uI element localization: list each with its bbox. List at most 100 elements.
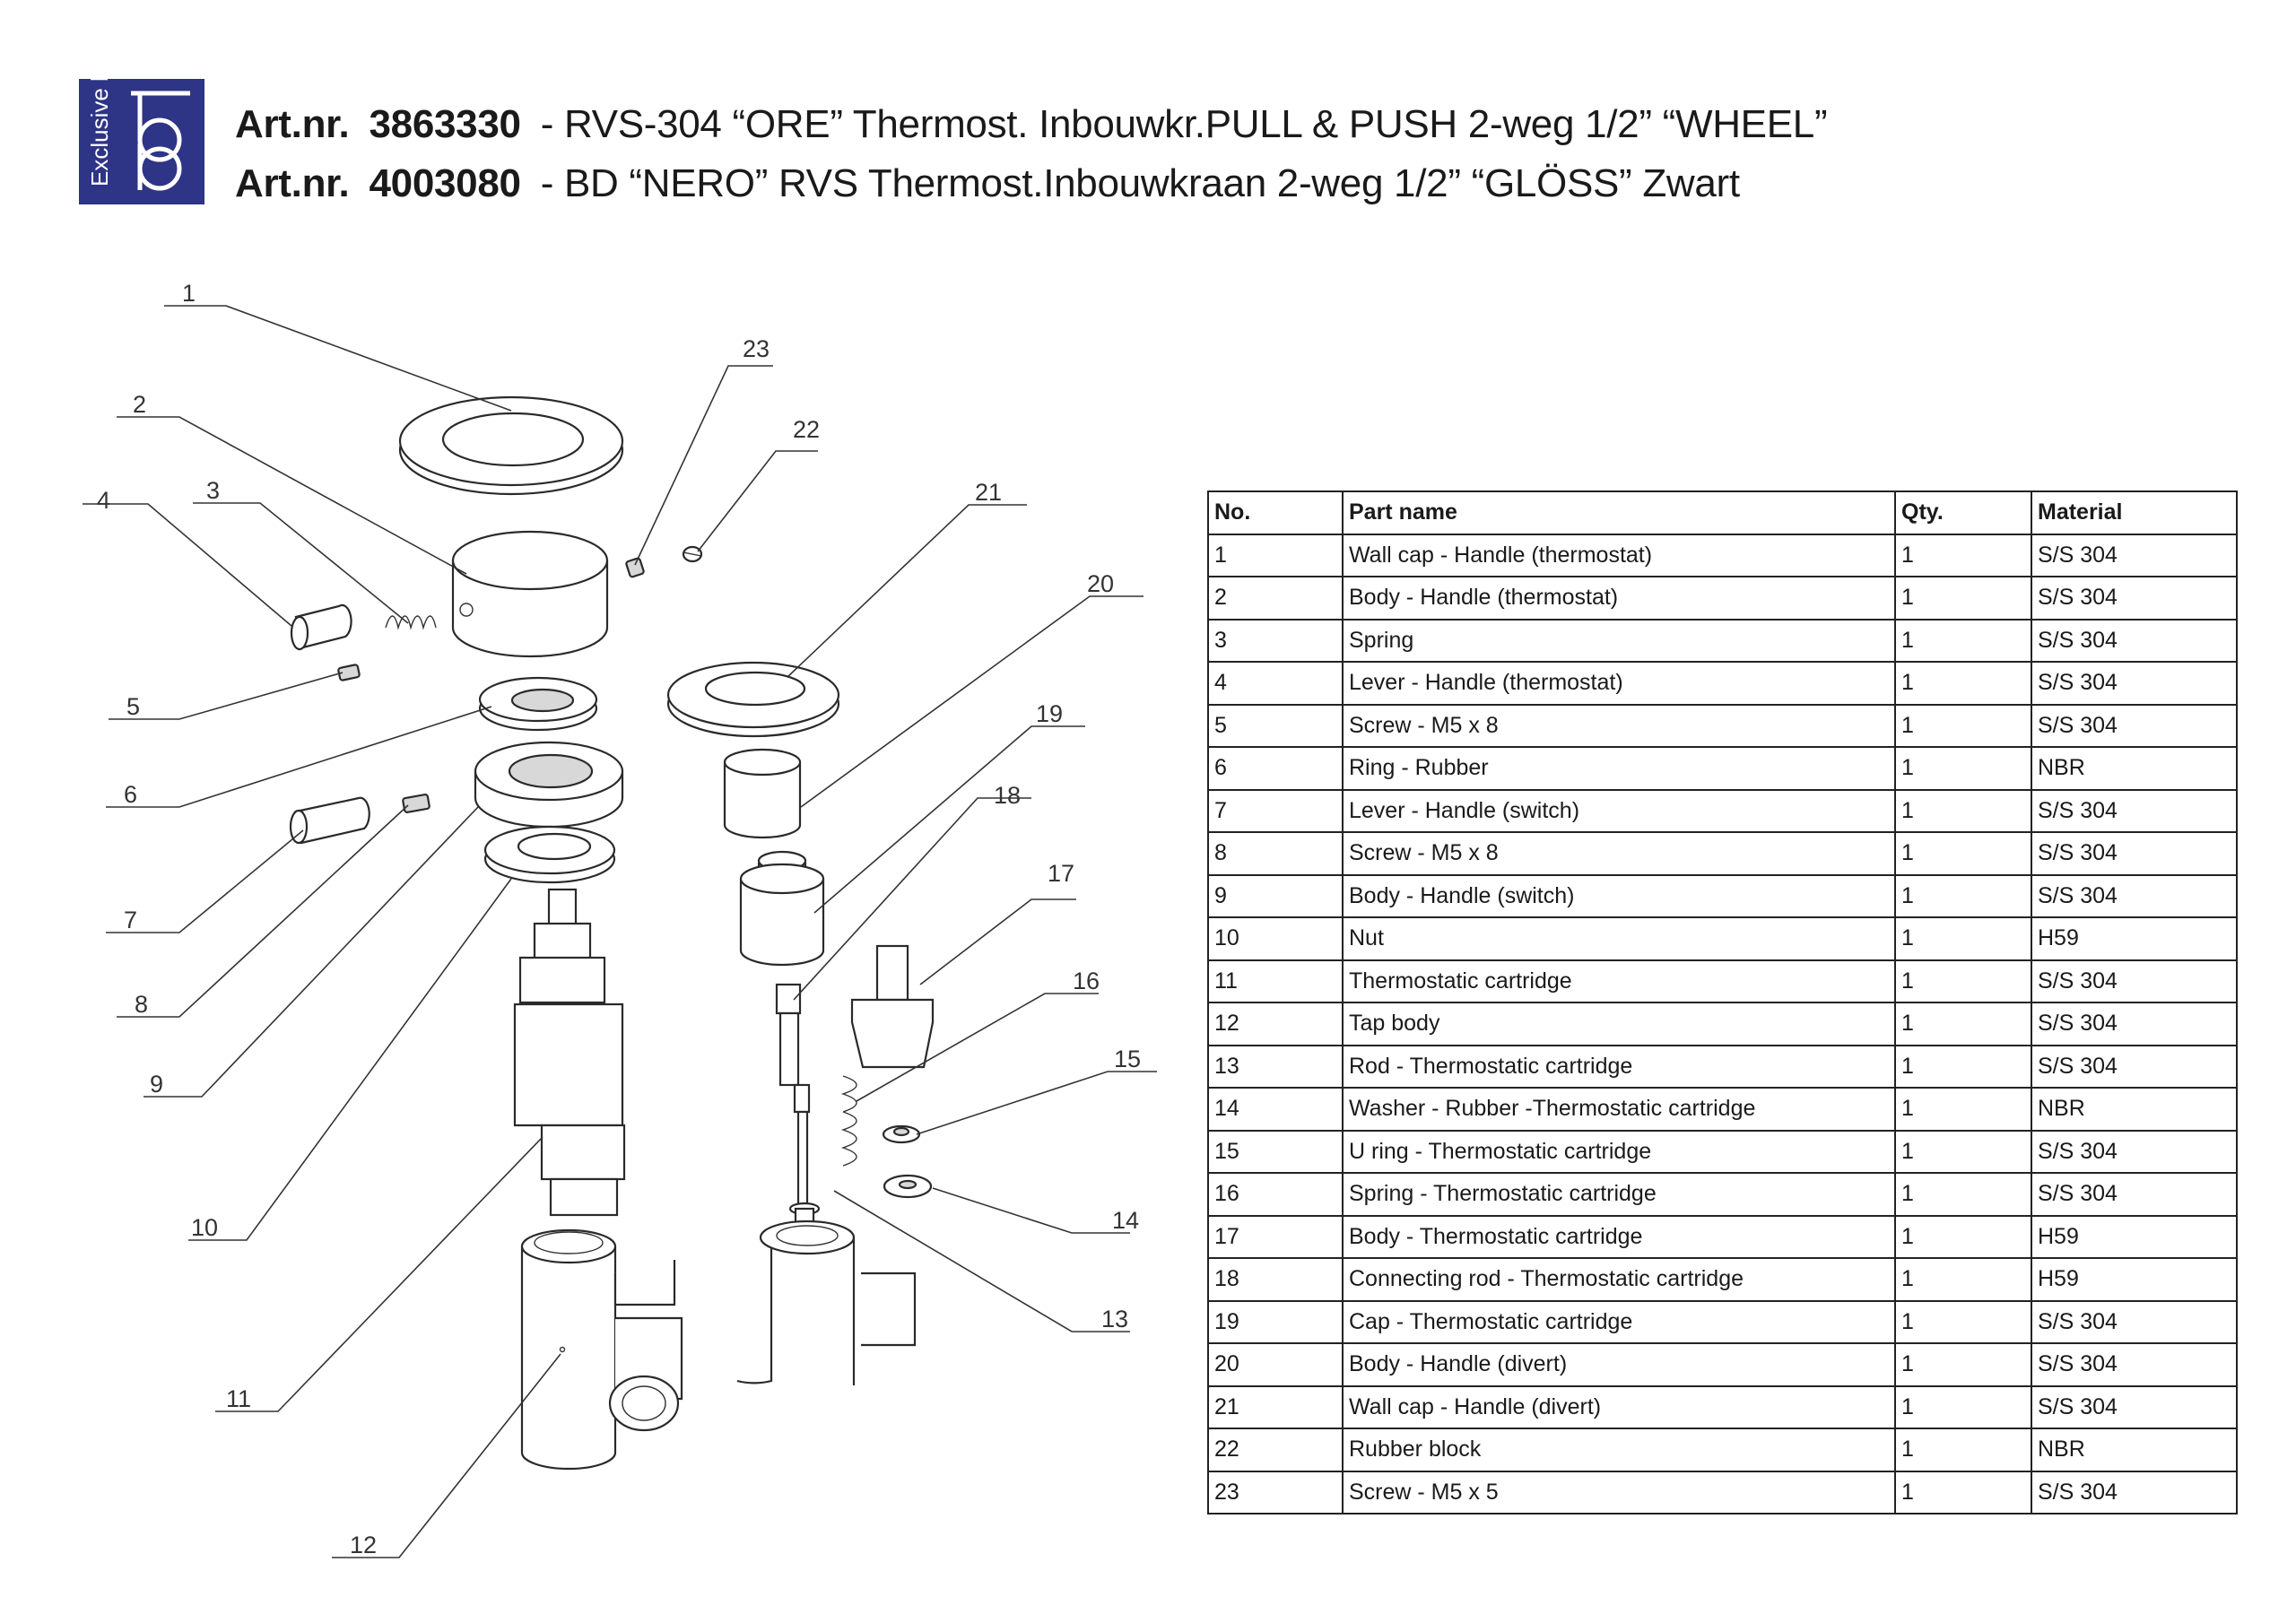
callout-labels: 1 2 3 4 5 6 7 8 9 10 11 12 13 14 15 16 1… [97,280,1141,1558]
cell-material: NBR [2031,1087,2238,1132]
cell-no: 2 [1207,576,1344,621]
cell-part-name: Screw - M5 x 8 [1342,831,1896,876]
part-wall-cap-divert [666,661,840,738]
cell-no: 6 [1207,746,1344,791]
leader-lines [83,305,1157,1558]
part-handle-body-divert [723,748,802,839]
part-rubber-ring [478,676,598,732]
callout-14: 14 [1112,1207,1139,1234]
callout-8: 8 [135,991,148,1018]
cell-no: 15 [1207,1129,1344,1174]
cell-part-name: Cap - Thermostatic cartridge [1342,1299,1896,1344]
article-title-2: Art.nr.4003080- BD “NERO” RVS Thermost.I… [235,161,1740,206]
column-header-no: No. [1207,490,1344,535]
cell-qty: 1 [1894,1342,2032,1387]
callout-5: 5 [126,693,140,720]
cell-qty: 1 [1894,703,2032,748]
article-number: 4003080 [369,161,521,205]
cell-material: S/S 304 [2031,873,2238,918]
part-cartridge-spring [840,1075,857,1167]
cell-no: 11 [1207,959,1344,1003]
part-screw-5 [337,664,361,681]
brand-logo: Exclusive bd [79,79,204,204]
cell-no: 12 [1207,1002,1344,1046]
cell-material: H59 [2031,916,2238,961]
callout-1: 1 [182,280,196,307]
cell-material: S/S 304 [2031,533,2238,577]
callout-6: 6 [124,781,137,808]
bd-monogram-icon [131,91,190,191]
part-spring [385,615,437,630]
cell-no: 3 [1207,618,1344,663]
cell-qty: 1 [1894,1214,2032,1259]
cell-qty: 1 [1894,576,2032,621]
cell-no: 13 [1207,1044,1344,1089]
part-rubber-block [682,545,703,563]
cell-part-name: Tap body [1342,1002,1896,1046]
callout-7: 7 [124,907,137,933]
callout-23: 23 [743,335,770,362]
cell-qty: 1 [1894,831,2032,876]
cell-material: H59 [2031,1257,2238,1302]
cell-material: S/S 304 [2031,1002,2238,1046]
callout-12: 12 [350,1532,377,1558]
cell-no: 9 [1207,873,1344,918]
callout-13: 13 [1101,1306,1128,1332]
cell-material: S/S 304 [2031,1470,2238,1515]
cell-part-name: Ring - Rubber [1342,746,1896,791]
cell-part-name: Body - Handle (thermostat) [1342,576,1896,621]
cell-part-name: Lever - Handle (thermostat) [1342,661,1896,706]
cell-part-name: Body - Handle (switch) [1342,873,1896,918]
cell-material: S/S 304 [2031,1129,2238,1174]
cell-qty: 1 [1894,1129,2032,1174]
cell-qty: 1 [1894,661,2032,706]
cell-no: 10 [1207,916,1344,961]
article-title-1: Art.nr.3863330- RVS-304 “ORE” Thermost. … [235,102,1828,147]
cell-no: 4 [1207,661,1344,706]
cell-part-name: Rubber block [1342,1428,1896,1472]
part-handle-body-switch [474,741,624,829]
callout-21: 21 [975,479,1002,506]
cell-no: 23 [1207,1470,1344,1515]
article-label: Art.nr. [235,102,350,146]
logo-wordmark: Exclusive bd [86,79,113,187]
callout-2: 2 [133,391,146,418]
cell-material: S/S 304 [2031,788,2238,833]
cell-part-name: Nut [1342,916,1896,961]
callout-15: 15 [1114,1046,1141,1072]
callout-17: 17 [1048,860,1074,887]
cell-qty: 1 [1894,916,2032,961]
callout-3: 3 [206,477,220,504]
callout-11: 11 [226,1385,251,1412]
callout-16: 16 [1073,968,1100,994]
callout-18: 18 [994,782,1021,809]
cell-material: NBR [2031,1428,2238,1472]
cell-qty: 1 [1894,1087,2032,1132]
callout-22: 22 [793,416,820,443]
part-wall-cap-thermostat [398,395,624,496]
callout-9: 9 [150,1071,163,1098]
cell-material: S/S 304 [2031,618,2238,663]
cell-qty: 1 [1894,1299,2032,1344]
cell-material: S/S 304 [2031,661,2238,706]
cell-material: S/S 304 [2031,1342,2238,1387]
cell-material: H59 [2031,1214,2238,1259]
cell-no: 18 [1207,1257,1344,1302]
cell-no: 8 [1207,831,1344,876]
part-lever-thermostat [290,603,352,651]
cell-part-name: Connecting rod - Thermostatic cartridge [1342,1257,1896,1302]
